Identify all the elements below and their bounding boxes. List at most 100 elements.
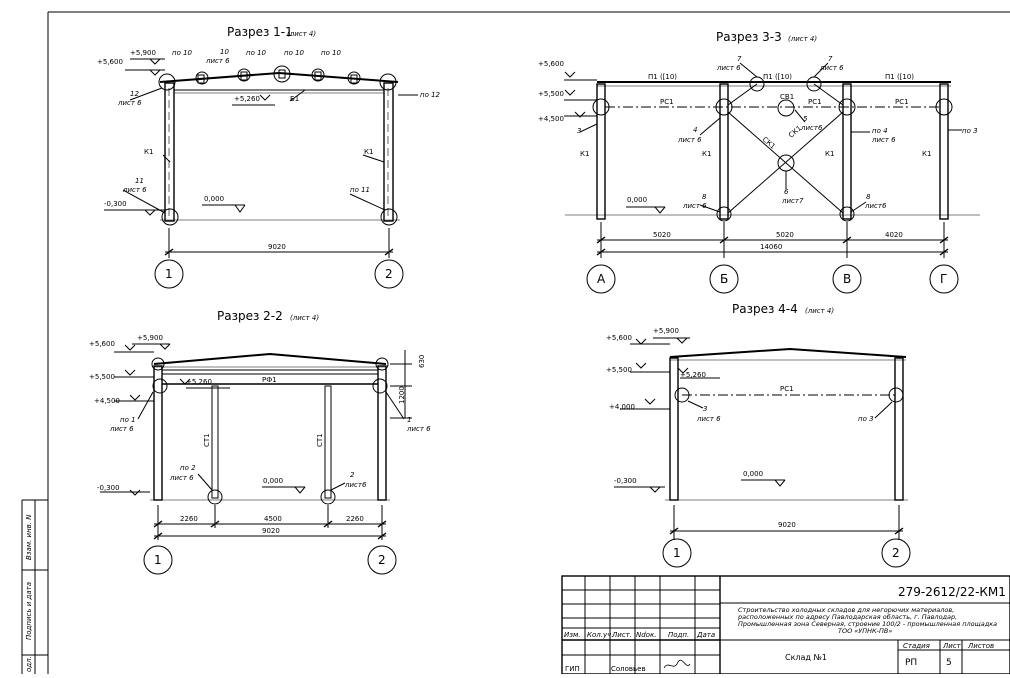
- s11-callout-po11: по 11: [350, 186, 370, 194]
- s11-axis-2: 2: [385, 267, 393, 281]
- section-2-2-title: Разрез 2-2: [217, 309, 283, 323]
- s22-label-ct1-a: СТ1: [203, 433, 211, 447]
- section-3-3-sheet: (лист 4): [788, 35, 817, 43]
- s11-axis-1: 1: [165, 267, 173, 281]
- side-stamp: Взам. инв. N Подпись и дата одл.: [25, 514, 33, 672]
- s33-label-k1-c: К1: [825, 150, 834, 158]
- s11-callout-11-sheet: лист 6: [122, 186, 147, 194]
- section-1-1-sheet: (лист 4): [287, 30, 316, 38]
- s33-label-p1-b: П1 ([10): [763, 73, 792, 81]
- s33-callout-8a: 8: [702, 193, 707, 201]
- s33-callout-8b-sheet: лист6: [864, 202, 887, 210]
- s33-elev-5600: +5,600: [538, 60, 564, 68]
- s33-dim-5020-a: 5020: [653, 231, 671, 239]
- s22-elev-5260: +5,260: [186, 378, 212, 386]
- s22-callout-po2: по 2: [180, 464, 196, 472]
- section-1-1: Разрез 1-1 (лист 4): [97, 25, 441, 289]
- s11-callout-11: 11: [135, 177, 144, 185]
- s44-callout-3-sheet: лист 6: [696, 415, 721, 423]
- s44-elev-m0300: -0,300: [614, 477, 637, 485]
- s44-axis-2: 2: [892, 546, 900, 560]
- s11-dim-9020: 9020: [268, 243, 286, 251]
- s22-callout-po1: по 1: [120, 416, 136, 424]
- s22-callout-po2-sheet: лист 6: [169, 474, 194, 482]
- s11-callout-10-sheet: лист 6: [205, 57, 230, 65]
- s22-label-ct1-b: СТ1: [316, 433, 324, 447]
- tb-header-data: Дата: [696, 631, 715, 639]
- title-block: 279-2612/22-КМ1 Строительство холодных с…: [561, 575, 1010, 675]
- s22-elev-4500: +4,500: [94, 397, 120, 405]
- side-stamp-vzam: Взам. инв. N: [25, 514, 33, 560]
- s11-label-b1: Б1: [290, 95, 299, 103]
- s33-elev-5500: +5,500: [538, 90, 564, 98]
- s22-dim-2260-b: 2260: [346, 515, 364, 523]
- s44-elev-5260: +5,260: [680, 371, 706, 379]
- s33-axis-b: Б: [720, 272, 728, 286]
- s22-axis-1: 1: [154, 553, 162, 567]
- tb-header-list2: Лист: [942, 642, 962, 650]
- s22-label-rf1: РФ1: [262, 376, 277, 384]
- s33-callout-4: 4: [693, 126, 697, 134]
- s33-callout-7a: 7: [737, 55, 742, 63]
- s33-dim-5020-b: 5020: [776, 231, 794, 239]
- s22-callout-po1-sheet: лист 6: [109, 425, 134, 433]
- s33-callout-5: 5: [803, 115, 808, 123]
- tb-building-name: Склад №1: [785, 653, 827, 662]
- tb-list-value: 5: [946, 658, 952, 668]
- tb-stadia-value: РП: [905, 658, 917, 668]
- tb-header-koluch: Кол.уч.: [587, 631, 613, 639]
- section-3-3-title: Разрез 3-3: [716, 30, 782, 44]
- tb-desc-line1: Строительство холодных складов для негор…: [738, 606, 954, 614]
- s44-dim-9020: 9020: [778, 521, 796, 529]
- tb-header-list: Лист.: [611, 631, 632, 639]
- signature-scribble: [663, 659, 691, 669]
- s33-elev-0000: 0,000: [627, 196, 647, 204]
- s33-label-sv1: СВ1: [780, 93, 794, 101]
- s33-callout-7b: 7: [828, 55, 833, 63]
- s22-dim-1200: 1200: [398, 386, 406, 404]
- s11-elev-5260: +5,260: [234, 95, 260, 103]
- s33-callout-po4-sheet: лист 6: [871, 136, 896, 144]
- s11-callout-po10-b: по 10: [246, 49, 267, 57]
- s11-elev-5900: +5,900: [130, 49, 156, 57]
- s33-axis-g: Г: [940, 272, 947, 286]
- tb-document-code: 279-2612/22-КМ1: [898, 585, 1006, 599]
- s22-axis-2: 2: [378, 553, 386, 567]
- section-4-4-sheet: (лист 4): [805, 307, 834, 315]
- s33-label-rc1-a: РС1: [660, 98, 674, 106]
- s44-elev-5600: +5,600: [606, 334, 632, 342]
- s22-dim-630: 630: [418, 355, 426, 368]
- s11-callout-po10-c: по 10: [284, 49, 305, 57]
- s11-callout-10: 10: [220, 48, 229, 56]
- s33-callout-8a-sheet: лист 6: [682, 202, 707, 210]
- s11-callout-po10-a: по 10: [172, 49, 193, 57]
- s11-callout-po12: по 12: [420, 91, 441, 99]
- s33-axis-a: А: [597, 272, 606, 286]
- s33-callout-4-sheet: лист 6: [677, 136, 702, 144]
- s33-elev-4500: +4,500: [538, 115, 564, 123]
- s33-callout-po4: по 4: [872, 127, 888, 135]
- s33-callout-3: 3: [577, 127, 581, 135]
- s11-label-k1-left: К1: [144, 148, 153, 156]
- s11-elev-m0300: -0,300: [104, 200, 127, 208]
- s44-callout-po3: по 3: [858, 415, 874, 423]
- s22-callout-2: 2: [350, 471, 355, 479]
- section-3-3: Разрез 3-3 (лист 4): [538, 30, 980, 294]
- s22-elev-0000: 0,000: [263, 477, 283, 485]
- tb-header-stadia: Стадия: [903, 642, 930, 650]
- s33-label-rc1-c: РС1: [895, 98, 909, 106]
- side-stamp-podpis: Подпись и дата: [25, 582, 33, 640]
- s11-elev-5600: +5,600: [97, 58, 123, 66]
- tb-role-gip: ГИП: [565, 665, 580, 673]
- section-4-4-title: Разрез 4-4: [732, 302, 798, 316]
- tb-desc-line3: Промышленная зона Северная, строение 100…: [738, 620, 997, 628]
- sheet-frame: [21, 11, 1010, 674]
- s11-callout-12-sheet: лист 6: [117, 99, 142, 107]
- s11-elev-0000: 0,000: [204, 195, 224, 203]
- s33-label-p1-a: П1 ([10): [648, 73, 677, 81]
- section-1-1-title: Разрез 1-1: [227, 25, 293, 39]
- s33-axis-v: В: [843, 272, 851, 286]
- s22-dim-2260-a: 2260: [180, 515, 198, 523]
- s33-label-k1-a: К1: [580, 150, 589, 158]
